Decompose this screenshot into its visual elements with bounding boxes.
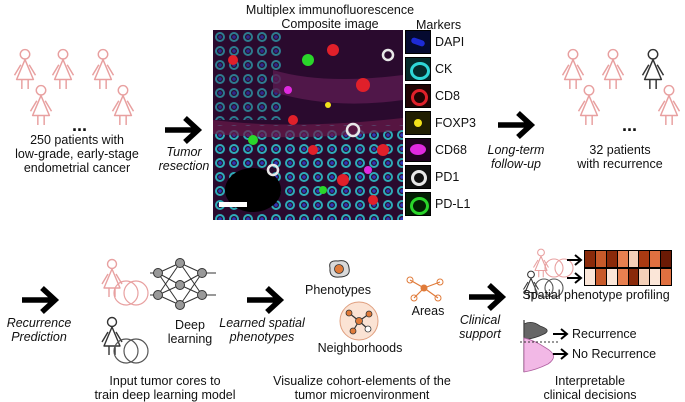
follow-up-label: Long-term follow-up — [487, 143, 545, 171]
tumor-core-icon — [534, 278, 564, 298]
recurrence-prediction-label: Recurrence Prediction — [6, 316, 72, 344]
marker-swatch-dapi — [405, 30, 431, 54]
areas-label: Areas — [411, 304, 445, 318]
arrow-right-icon — [553, 328, 569, 340]
marker-swatch-ck — [405, 57, 431, 81]
neural-network-icon — [150, 258, 216, 310]
ellipsis: ... — [72, 115, 88, 135]
marker-swatch-foxp3 — [405, 111, 431, 135]
marker-label: PD-L1 — [435, 197, 471, 211]
no-recurrence-outcome: No Recurrence — [572, 347, 657, 361]
deep-learning-label: Deep learning — [167, 318, 213, 346]
areas-icon — [406, 276, 444, 302]
right-arrow-icon — [496, 110, 536, 140]
woman-icon — [28, 84, 54, 126]
clinical-support-label: Clinical support — [459, 313, 501, 341]
composite-title: Multiplex immunofluorescence Composite i… — [245, 3, 415, 31]
recurrence-cohort-group — [560, 48, 680, 128]
marker-label: CD8 — [435, 89, 461, 103]
phenotypes-label: Phenotypes — [304, 283, 372, 297]
composite-fluorescence-image — [213, 30, 403, 220]
neighborhood-icon — [339, 301, 379, 341]
tumor-core-icon — [113, 338, 149, 364]
recurrence-outcome: Recurrence — [572, 327, 637, 341]
marker-swatch-cd8 — [405, 84, 431, 108]
woman-icon — [656, 84, 682, 126]
marker-swatch-pdl1 — [405, 192, 431, 216]
input-caption: Input tumor cores to train deep learning… — [94, 374, 236, 402]
visualize-caption: Visualize cohort-elements of the tumor m… — [273, 374, 451, 402]
woman-icon — [600, 48, 626, 90]
right-arrow-icon — [467, 282, 507, 312]
right-arrow-icon — [163, 115, 203, 145]
markers-title: Markers — [416, 18, 462, 32]
marker-swatch-pd1 — [405, 165, 431, 189]
woman-icon — [110, 84, 136, 126]
right-arrow-icon — [245, 285, 285, 315]
marker-label: FOXP3 — [435, 116, 476, 130]
arrow-right-icon — [553, 348, 569, 360]
recurrence-description: 32 patients with recurrence — [577, 143, 663, 171]
profile-bar-bottom — [584, 268, 672, 286]
arrow-right-icon — [567, 254, 583, 266]
profiling-label: Spatial phenotype profiling — [522, 288, 670, 302]
phenotype-cell-icon — [329, 260, 350, 278]
cohort-description: 250 patients with low-grade, early-stage… — [15, 133, 139, 175]
profiling-patients — [522, 248, 582, 298]
ellipsis: ... — [622, 115, 638, 135]
marker-label: CD68 — [435, 143, 467, 157]
tumor-core-icon — [113, 280, 149, 306]
marker-swatch-cd68 — [405, 138, 431, 162]
neighborhoods-label: Neighborhoods — [317, 341, 403, 355]
marker-label: PD1 — [435, 170, 460, 184]
decision-distribution-icon — [520, 320, 558, 373]
tumor-cores-input — [98, 258, 168, 373]
profile-bar-top — [584, 250, 672, 268]
right-arrow-icon — [20, 285, 60, 315]
tumor-resection-label: Tumor resection — [158, 145, 210, 173]
marker-label: CK — [435, 62, 453, 76]
tumor-core-icon — [544, 258, 574, 278]
woman-icon — [576, 84, 602, 126]
marker-label: DAPI — [435, 35, 465, 49]
arrow-right-icon — [567, 272, 583, 284]
learned-phenotypes-label: Learned spatial phenotypes — [219, 316, 305, 344]
decisions-caption: Interpretable clinical decisions — [543, 374, 637, 402]
markers-legend: DAPI CK CD8 FOXP3 CD68 PD1 PD-L1 — [405, 30, 476, 220]
